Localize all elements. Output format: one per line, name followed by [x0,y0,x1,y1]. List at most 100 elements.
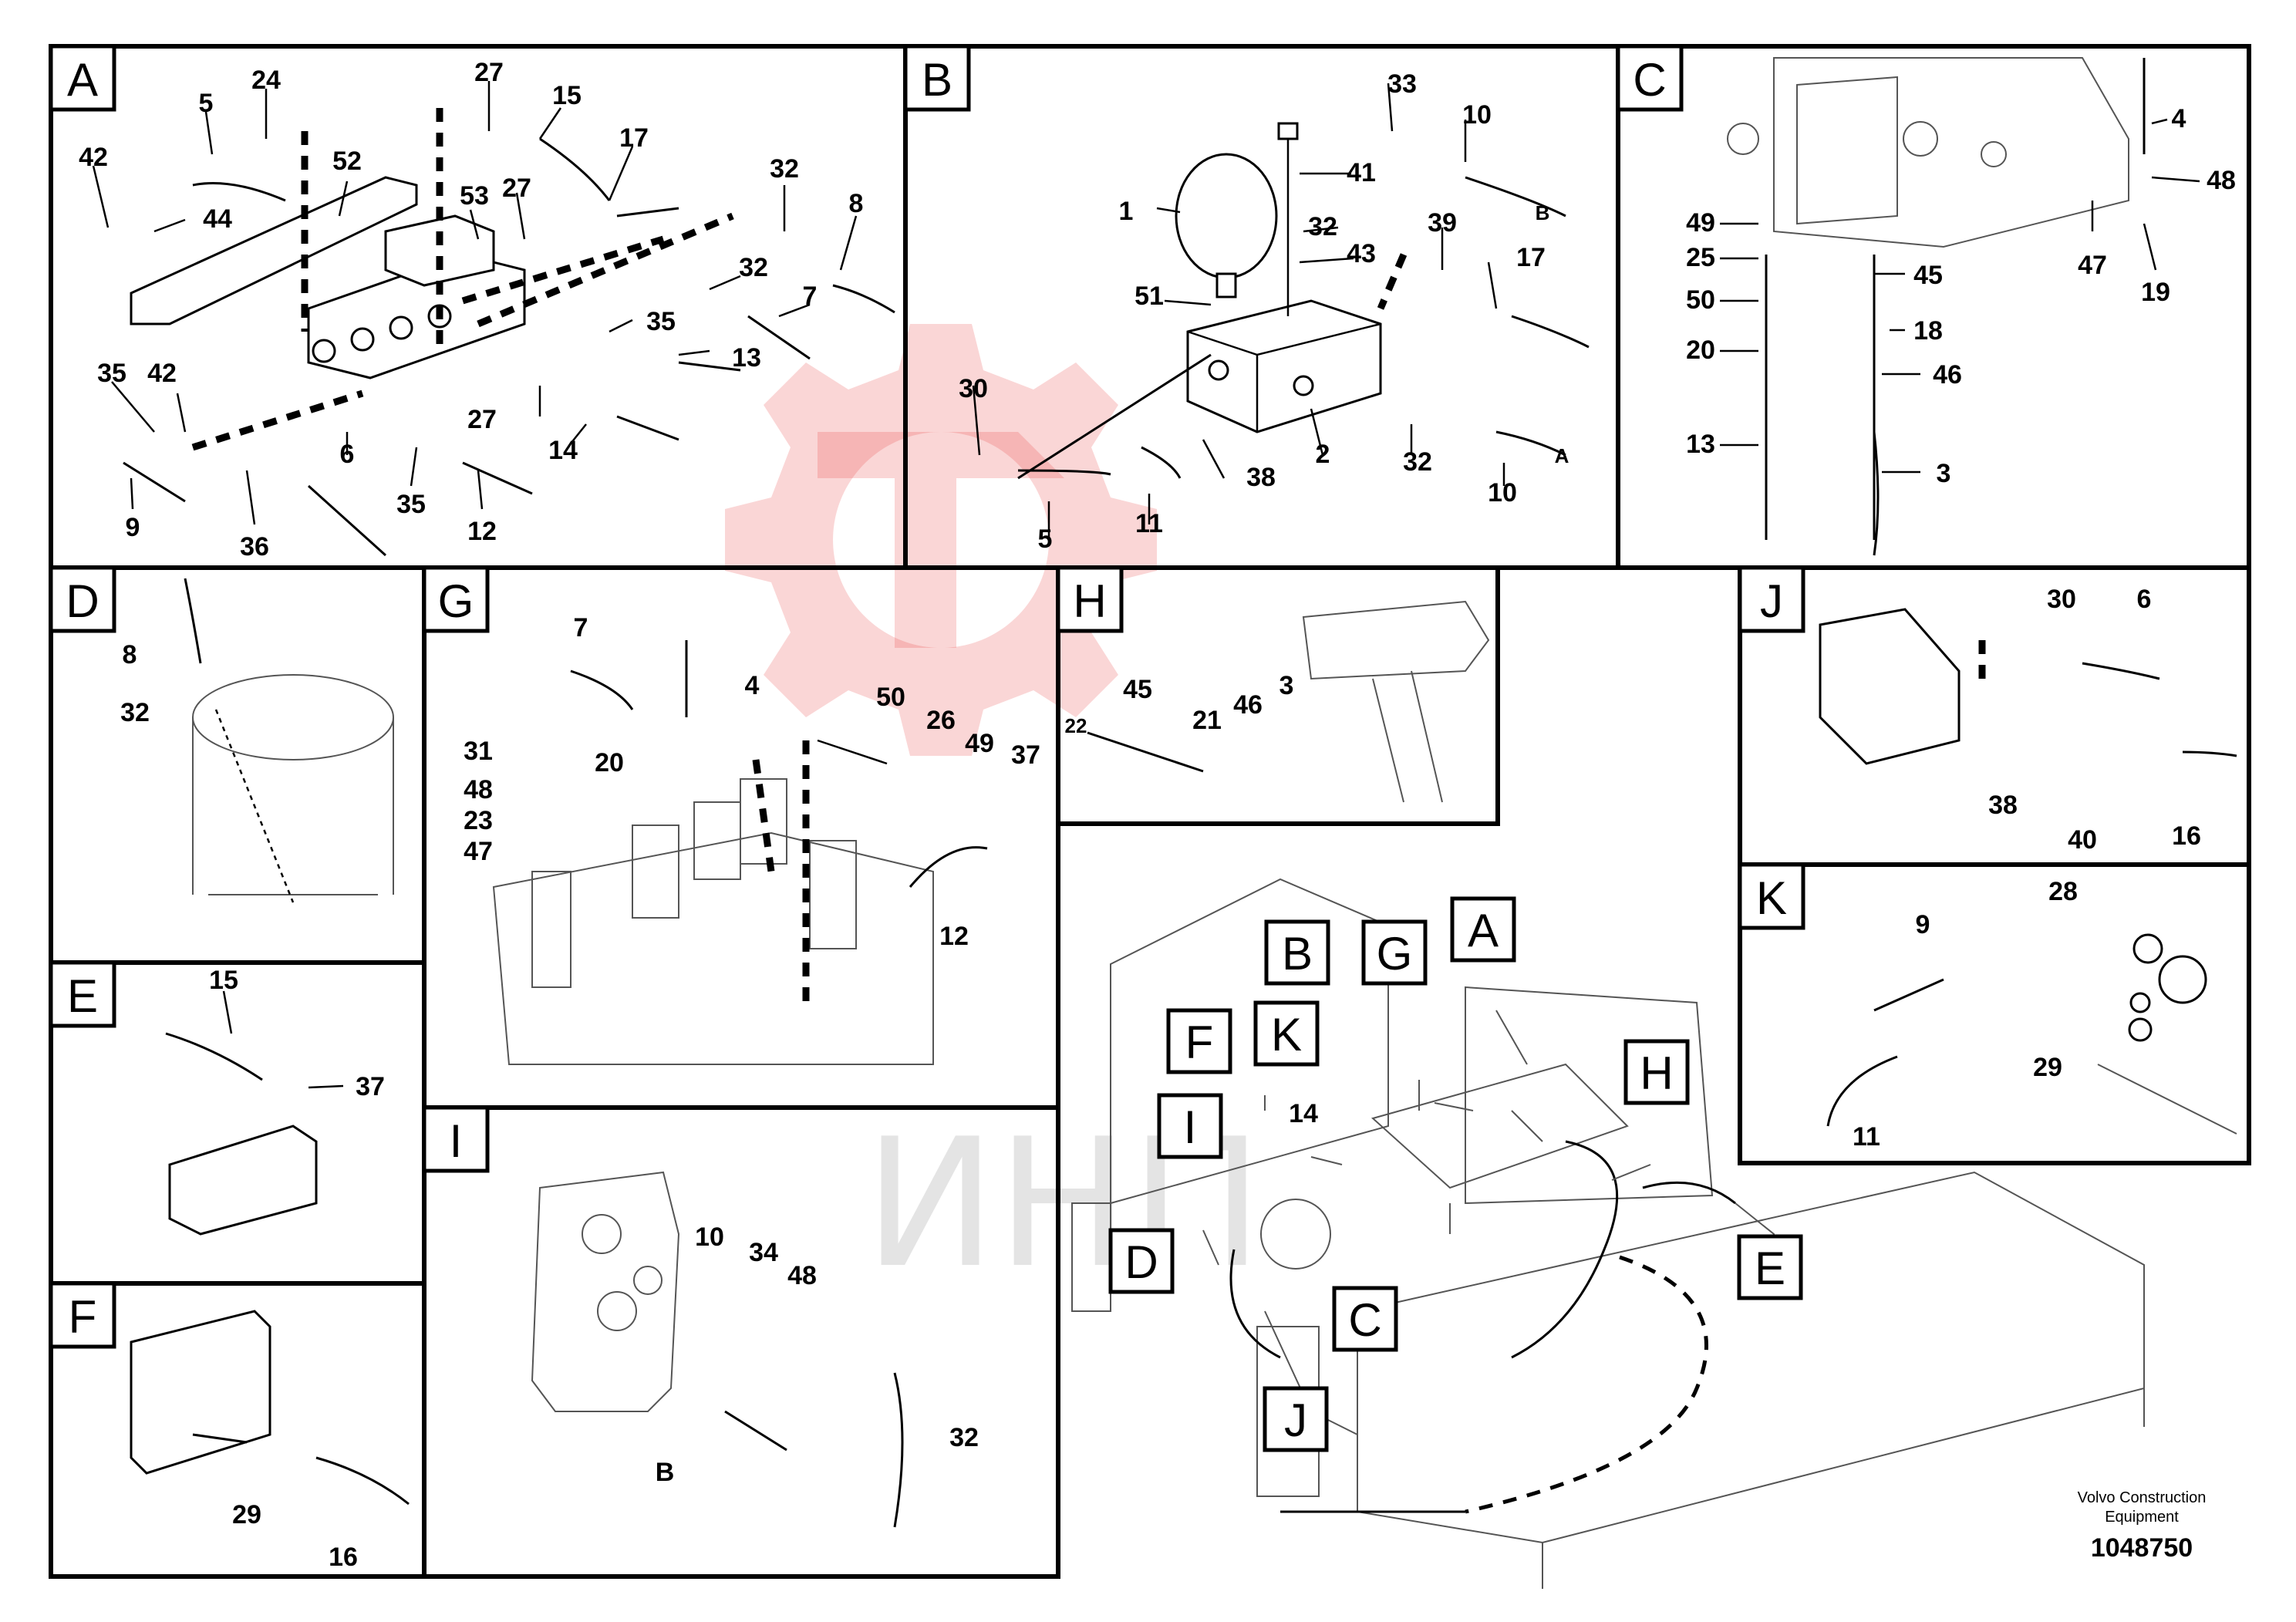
callout-b-1: 1 [1119,197,1134,226]
callout-c-47: 47 [2078,251,2107,280]
panel-h: I 10 34 48 32 B [422,1105,1060,1579]
callout-a-36: 36 [240,532,269,561]
callout-b-5: 5 [1038,524,1053,554]
panel-k: K 28 9 29 11 [1738,862,2251,1165]
callout-b-10: 10 [1462,100,1492,130]
callout-b-41: 41 [1347,158,1376,187]
panel-a: A [49,44,908,570]
callout-k-11: 11 [1853,1122,1880,1152]
callout-a-32: 32 [770,154,799,184]
callout-h-46: 48 [787,1261,817,1290]
panel-e-badge: E [67,970,98,1022]
overview-badge-i: I [1184,1101,1197,1153]
callout-g-12: 12 [939,922,969,951]
footer-company-line2: Equipment [2105,1509,2179,1526]
callout-b-43: 43 [1347,239,1376,268]
callout-c-50: 50 [1686,285,1715,315]
panel-i: H 45 21 46 3 22 [1056,565,1500,826]
panel-d: D 8 32 [49,565,426,965]
callout-a-15: 15 [552,81,582,110]
callout-b-33: 33 [1387,69,1417,99]
panel-j-badge: J [1760,575,1783,627]
callout-k-28: 28 [2048,877,2078,906]
callout-c-20: 20 [1686,336,1715,365]
callout-a-12: 12 [467,517,497,546]
panel-b: B 33 10 B 1 41 32 43 39 17 [903,44,1620,570]
callout-k-29: 29 [2033,1053,2062,1082]
callout-b-30: 30 [959,374,988,403]
overview-badge-h: H [1640,1047,1673,1099]
panel-f: F 29 16 [49,1281,426,1579]
callout-b-A: A [1555,444,1569,467]
callout-j-16: 16 [2172,821,2201,851]
callout-b-51: 51 [1135,282,1164,311]
callout-a-24: 24 [251,66,281,95]
callout-g-4: 4 [745,671,760,700]
callout-c-48: 48 [2207,166,2236,195]
panel-e: E 15 37 [49,960,426,1286]
callout-a-42b: 42 [147,359,177,388]
callout-c-25: 25 [1686,243,1715,272]
callout-c-18: 18 [1913,316,1943,346]
callout-a-35b: 35 [97,359,126,388]
callout-a-6: 6 [340,440,355,469]
watermark-gear-logo [725,324,1157,756]
overview-badge-j: J [1284,1394,1307,1446]
callout-a-35c: 35 [396,490,426,519]
callout-f-29: 29 [232,1500,261,1529]
callout-a-35: 35 [646,307,676,336]
callout-a-14: 14 [548,436,578,465]
callout-a-42: 42 [79,143,108,172]
callout-a-17: 17 [619,123,649,153]
callout-d-8: 8 [123,640,137,669]
panel-i-badge: H [1073,575,1106,627]
callout-c-45: 45 [1913,261,1943,290]
callout-g-48: 48 [464,775,493,804]
callout-a-44: 44 [203,204,232,234]
callout-h-3: 32 [949,1423,979,1452]
callout-a-13: 13 [732,343,761,373]
panel-a-badge: A [67,54,98,106]
callout-g-37: 37 [1011,740,1040,770]
callout-c-3: 3 [1937,459,1951,488]
callout-a-27: 27 [474,58,504,87]
callout-c-13: 13 [1686,430,1715,459]
callout-g-26: 26 [926,706,956,735]
callout-b-2: 2 [1316,440,1330,469]
overview-badge-d: D [1124,1236,1158,1288]
callout-g-31: 31 [464,737,493,766]
callout-i-B: 22 [1065,714,1087,737]
panel-b-badge: B [922,54,952,106]
panel-c-badge: C [1633,54,1666,106]
callout-d-32: 32 [120,698,150,727]
callout-g-20: 20 [595,748,624,777]
callout-a-32b: 32 [739,253,768,282]
panel-j: J 30 6 38 40 16 [1738,565,2251,867]
callout-a-8: 8 [849,189,864,218]
callout-g-7: 7 [574,613,588,642]
callout-i-48: 46 [1233,690,1263,720]
callout-b-38: 38 [1246,463,1276,492]
callout-f-16: 16 [329,1543,358,1572]
callout-a-27b: 27 [502,174,531,203]
callout-h-21: 34 [749,1238,778,1267]
overview-badge-k: K [1271,1009,1302,1061]
panel-c: C 4 48 49 25 50 20 13 45 18 46 3 47 19 [1616,44,2251,570]
callout-a-7: 7 [803,282,818,311]
callout-i-10: 45 [1123,675,1152,704]
doc-number: 1048750 [2091,1533,2193,1563]
callout-b-11: 11 [1135,509,1163,538]
callout-g-23: 23 [464,806,493,835]
footer-company-line1: Volvo Construction [2078,1489,2207,1506]
callout-g-49: 49 [965,729,994,758]
callout-a-5: 5 [199,89,214,118]
callout-b-17: 17 [1516,243,1546,272]
callout-c-19: 19 [2141,278,2170,307]
callout-e-37: 37 [356,1072,385,1101]
footer: Volvo Construction Equipment 1048750 [2078,1489,2207,1563]
callout-h-22: B [656,1458,675,1487]
callout-j-40: 40 [2068,825,2097,855]
callout-i-32: 3 [1279,671,1294,700]
overview-badge-b: B [1282,928,1313,980]
